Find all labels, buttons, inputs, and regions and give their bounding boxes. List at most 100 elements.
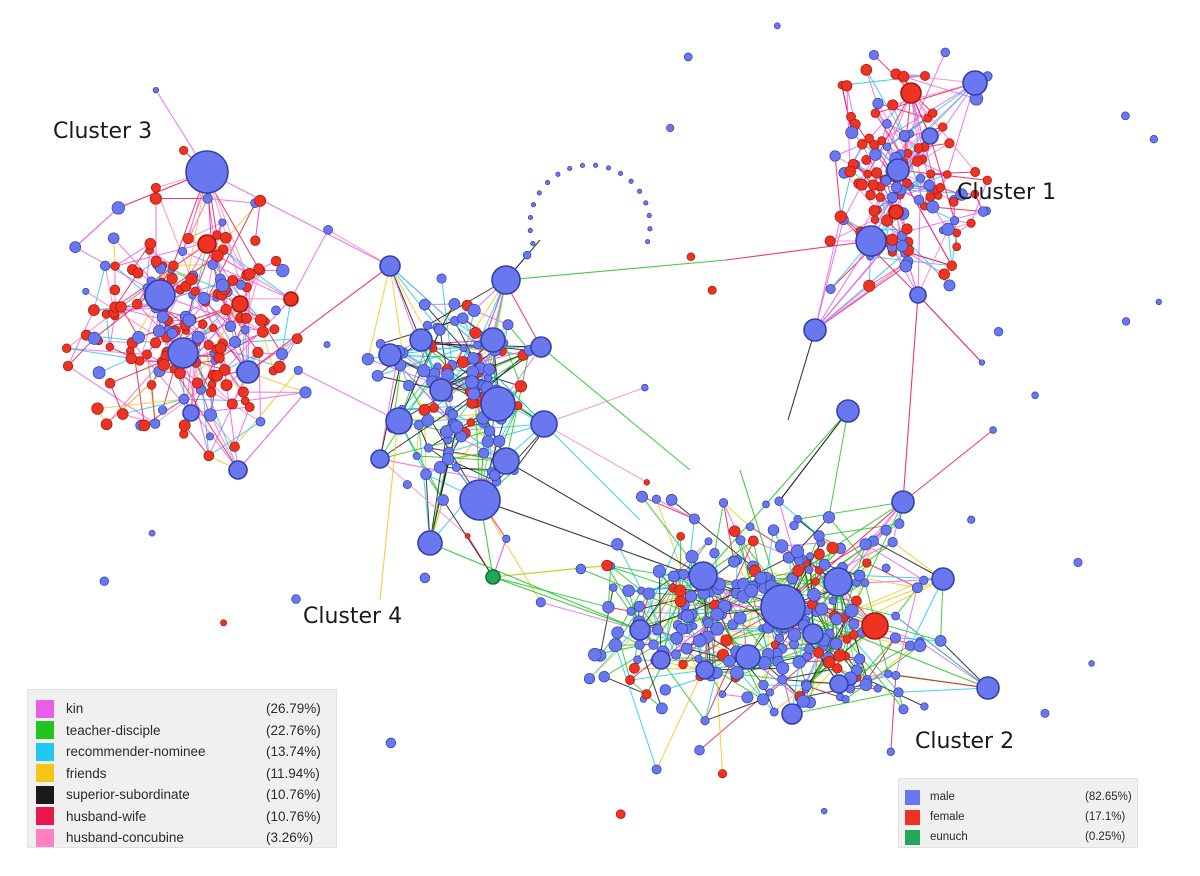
male-node	[575, 563, 587, 575]
male-node	[276, 348, 288, 361]
relation-edge	[629, 660, 656, 681]
female-node	[747, 535, 759, 547]
relation-edge	[865, 543, 925, 581]
relation-edge	[492, 565, 608, 578]
relation-edge	[182, 250, 292, 300]
female-node	[205, 387, 217, 398]
female-node	[826, 541, 839, 554]
female-node	[869, 139, 880, 151]
relation-edge	[505, 460, 704, 577]
relation-edge	[222, 249, 292, 300]
male-node	[899, 259, 913, 273]
male-node	[228, 460, 248, 480]
female-node	[868, 205, 880, 217]
relation-edge	[610, 565, 642, 592]
male-node	[82, 287, 90, 295]
female-node	[227, 274, 239, 286]
relation-edge	[877, 102, 928, 119]
male-node	[735, 644, 761, 670]
male-node	[775, 539, 789, 553]
female-node	[142, 349, 152, 360]
male-node	[545, 180, 551, 186]
male-node	[993, 327, 1004, 337]
relation-edge	[656, 498, 695, 520]
male-node	[480, 386, 516, 422]
relation-edge	[660, 659, 706, 721]
male-node	[822, 511, 836, 524]
relation-edge	[723, 502, 735, 562]
relation-edge	[379, 458, 468, 537]
male-node	[641, 383, 649, 392]
male-node	[787, 628, 802, 642]
relation-edge	[604, 676, 647, 695]
male-node	[873, 684, 882, 693]
male-node	[465, 375, 479, 389]
relation-edge	[398, 420, 444, 501]
male-node	[887, 537, 898, 548]
relation-edge	[902, 429, 994, 503]
female-node	[970, 189, 980, 199]
male-node	[694, 654, 703, 663]
male-node	[598, 671, 610, 683]
male-node	[402, 480, 412, 490]
male-node	[758, 679, 769, 691]
male-node	[807, 587, 821, 602]
male-node	[745, 522, 755, 532]
male-node	[530, 240, 536, 247]
female-node	[856, 178, 868, 191]
male-node	[167, 337, 199, 369]
male-node	[818, 558, 831, 571]
male-node	[823, 567, 853, 597]
relation-edge	[109, 315, 116, 347]
relation-edge	[205, 301, 231, 327]
male-node	[913, 194, 925, 206]
relation-edge	[290, 229, 329, 300]
male-node	[478, 447, 490, 459]
relation-edge	[389, 265, 404, 353]
female-node	[464, 532, 471, 539]
female-node	[601, 559, 613, 572]
kin-swatch	[36, 699, 54, 718]
male-node	[666, 123, 675, 133]
male-node	[413, 420, 424, 431]
female-node	[466, 418, 476, 427]
female-node	[144, 237, 157, 250]
relation-edge	[873, 54, 934, 114]
friends-swatch	[36, 764, 54, 783]
female-node	[641, 689, 652, 700]
relation-edge	[909, 578, 944, 646]
female-node	[203, 450, 215, 462]
teacher-disciple-swatch	[36, 721, 54, 740]
male-node	[229, 336, 241, 349]
male-node	[651, 494, 661, 504]
male-node	[830, 613, 843, 626]
relation-edge	[903, 76, 977, 100]
male-node	[451, 462, 461, 472]
male-node	[774, 633, 785, 643]
relation-edge	[589, 625, 639, 680]
relation-edge	[874, 113, 902, 155]
male-node	[271, 305, 281, 316]
male-node	[656, 702, 668, 715]
female-node	[253, 263, 264, 274]
male-node	[148, 529, 156, 537]
relation-edge	[441, 278, 453, 366]
male-node	[886, 158, 910, 182]
male-node	[702, 617, 714, 629]
male-node	[909, 286, 927, 304]
male-node	[617, 170, 624, 176]
relation-edge	[187, 221, 223, 239]
male-node	[156, 310, 170, 324]
female-node	[678, 659, 688, 670]
female-node	[252, 346, 264, 358]
male-node	[718, 690, 727, 699]
male-node	[789, 520, 799, 531]
male-node	[417, 530, 443, 556]
male-node	[665, 494, 678, 506]
female-node	[674, 595, 687, 608]
male-node	[643, 200, 649, 206]
male-node	[636, 490, 648, 503]
relation-edge	[897, 169, 988, 181]
female-node	[231, 295, 249, 313]
